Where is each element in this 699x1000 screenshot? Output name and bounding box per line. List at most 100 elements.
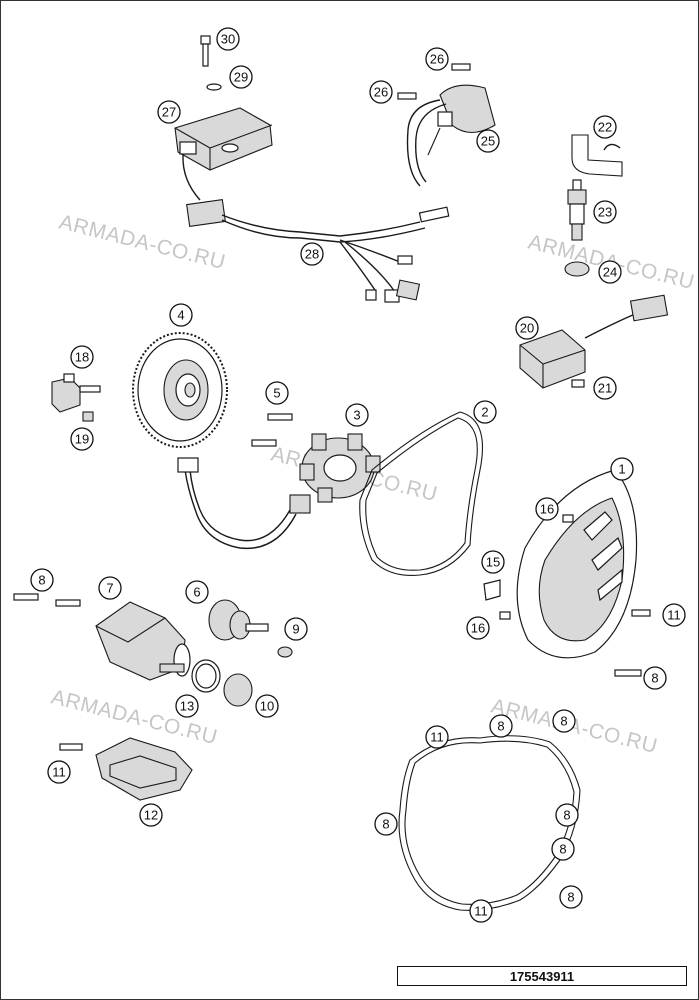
svg-text:8: 8 <box>38 573 45 588</box>
callout-16-a: 16 <box>535 497 559 521</box>
callout-13: 13 <box>175 694 199 718</box>
o-ring-13-inner <box>195 663 217 689</box>
callout-11-gasket-a: 11 <box>425 725 449 749</box>
callout-7: 7 <box>98 576 122 600</box>
svg-text:22: 22 <box>598 120 612 135</box>
svg-text:20: 20 <box>520 321 534 336</box>
svg-text:8: 8 <box>560 714 567 729</box>
guard-12 <box>95 737 193 801</box>
wiring-harness-28 <box>186 198 450 303</box>
svg-text:8: 8 <box>651 671 658 686</box>
svg-text:21: 21 <box>598 381 612 396</box>
starter-gear-6 <box>208 599 269 641</box>
svg-text:6: 6 <box>193 585 200 600</box>
ecu-wire <box>182 154 201 201</box>
svg-text:5: 5 <box>273 386 280 401</box>
svg-text:9: 9 <box>292 622 299 637</box>
bolt-21 <box>571 379 585 388</box>
svg-text:2: 2 <box>481 405 488 420</box>
bolt-5-a <box>267 413 293 421</box>
cover-gasket-inner <box>404 740 575 905</box>
callout-23: 23 <box>593 200 617 224</box>
ecu-27 <box>174 107 273 171</box>
svg-text:26: 26 <box>374 85 388 100</box>
svg-text:8: 8 <box>497 719 504 734</box>
callout-11-cover: 11 <box>662 603 686 627</box>
svg-text:19: 19 <box>75 432 89 447</box>
svg-text:28: 28 <box>305 247 319 262</box>
callout-11-gasket-b: 11 <box>469 899 493 923</box>
callout-1: 1 <box>610 457 634 481</box>
bolt-11-cover <box>631 609 651 617</box>
svg-text:29: 29 <box>234 70 248 85</box>
svg-text:18: 18 <box>75 350 89 365</box>
bolt-16-b <box>499 611 511 620</box>
svg-text:11: 11 <box>474 904 488 919</box>
callout-27: 27 <box>157 100 181 124</box>
washer-9 <box>277 646 293 658</box>
svg-text:26: 26 <box>430 52 444 67</box>
svg-text:1: 1 <box>618 462 625 477</box>
callout-19: 19 <box>70 427 94 451</box>
svg-text:11: 11 <box>52 765 66 780</box>
ignition-coil-25 <box>406 84 496 187</box>
nut-19 <box>82 411 94 422</box>
callout-8-gasket-f: 8 <box>559 885 583 909</box>
callout-8-cover: 8 <box>643 666 667 690</box>
callout-8-gasket-d: 8 <box>374 812 398 836</box>
svg-text:24: 24 <box>603 265 617 280</box>
callout-8-gasket-c: 8 <box>555 803 579 827</box>
callout-30: 30 <box>216 27 240 51</box>
svg-text:11: 11 <box>667 608 681 623</box>
svg-text:8: 8 <box>559 842 566 857</box>
callout-11-guard: 11 <box>47 760 71 784</box>
callout-8-left: 8 <box>30 568 54 592</box>
callout-25: 25 <box>476 129 500 153</box>
svg-text:11: 11 <box>430 730 444 745</box>
flywheel-4 <box>132 332 228 448</box>
spark-plug-23 <box>567 179 587 241</box>
callout-2: 2 <box>473 400 497 424</box>
callouts: 30 29 27 26 26 25 22 23 24 28 4 18 19 5 … <box>30 27 686 923</box>
svg-text:16: 16 <box>471 621 485 636</box>
bolt-8-cover <box>614 669 642 677</box>
callout-5: 5 <box>265 381 289 405</box>
stator-3 <box>177 433 381 550</box>
bolt-26-b <box>397 92 417 100</box>
callout-8-gasket-e: 8 <box>551 837 575 861</box>
sensor-18 <box>51 373 81 413</box>
reference-number: 175543911 <box>397 966 687 986</box>
starter-motor-7 <box>95 601 191 681</box>
svg-text:3: 3 <box>353 408 360 423</box>
svg-text:13: 13 <box>180 699 194 714</box>
callout-8-gasket-b: 8 <box>552 709 576 733</box>
callout-26-a: 26 <box>425 47 449 71</box>
callout-22: 22 <box>593 115 617 139</box>
svg-text:8: 8 <box>563 808 570 823</box>
bolt-8-a <box>13 593 39 601</box>
gasket-2-inner <box>365 417 478 571</box>
svg-text:30: 30 <box>221 32 235 47</box>
bolt-8-b <box>55 599 81 607</box>
bolt-16-a <box>562 514 574 523</box>
washer-24 <box>564 261 590 277</box>
callout-28: 28 <box>300 242 324 266</box>
bolt-11-guard <box>59 743 83 751</box>
callout-12: 12 <box>139 803 163 827</box>
svg-text:23: 23 <box>598 205 612 220</box>
callout-15: 15 <box>481 550 505 574</box>
callout-29: 29 <box>229 65 253 89</box>
bolt-5-b <box>251 439 277 447</box>
callout-8-gasket-a: 8 <box>489 714 513 738</box>
svg-text:7: 7 <box>106 581 113 596</box>
bracket-15 <box>483 579 501 601</box>
bolt-30 <box>200 35 211 67</box>
svg-text:25: 25 <box>481 134 495 149</box>
svg-text:10: 10 <box>260 699 274 714</box>
callout-6: 6 <box>185 580 209 604</box>
bolt-18 <box>79 385 101 393</box>
svg-text:8: 8 <box>382 817 389 832</box>
callout-4: 4 <box>169 303 193 327</box>
svg-text:4: 4 <box>177 308 184 323</box>
